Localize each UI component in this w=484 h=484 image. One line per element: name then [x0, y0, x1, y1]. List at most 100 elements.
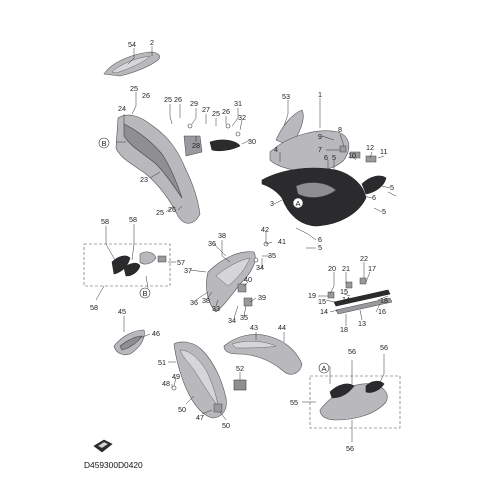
- windscreen-highlight: [111, 55, 151, 74]
- left-cowling-bracket: [183, 135, 203, 157]
- clip-part: [359, 277, 367, 285]
- callout-57: 57: [177, 258, 185, 267]
- callout-46: 46: [152, 329, 160, 338]
- callout-7: 7: [318, 145, 322, 154]
- callout-14: 14: [320, 307, 328, 316]
- callout-23: 23: [140, 175, 148, 184]
- callout-5: 5: [390, 183, 394, 192]
- callout-12: 12: [366, 143, 374, 152]
- callout-2: 2: [150, 38, 154, 47]
- callout-56: 56: [346, 444, 354, 453]
- callout-26: 26: [142, 91, 150, 100]
- callout-25: 25: [130, 84, 138, 93]
- fastener-icon: [171, 385, 177, 391]
- reference-a-label: A: [295, 199, 301, 208]
- callout-33: 33: [212, 304, 220, 313]
- duct-part-58b: [123, 262, 141, 277]
- callout-34: 34: [228, 316, 236, 325]
- callout-5: 5: [332, 153, 336, 162]
- callout-25: 25: [212, 109, 220, 118]
- callout-numbers: 54 2 25 26 24 25 26 29 27 31 25 26 32 30…: [90, 38, 394, 453]
- callout-38: 38: [218, 231, 226, 240]
- bracket-part: [365, 155, 377, 163]
- fastener-icon: [235, 131, 241, 137]
- right-cowling-vent: [295, 182, 337, 198]
- reference-markers: B B A A: [98, 137, 330, 374]
- callout-11: 11: [380, 147, 387, 156]
- callout-47: 47: [196, 413, 204, 422]
- fastener-icon: [225, 123, 231, 129]
- lower-cowling-55: [319, 383, 388, 421]
- callout-45: 45: [118, 307, 126, 316]
- lower-cowling-fin: [365, 380, 385, 393]
- callout-58: 58: [129, 215, 137, 224]
- callout-6: 6: [324, 153, 328, 162]
- callout-3: 3: [270, 199, 274, 208]
- clip-part: [327, 291, 335, 299]
- clip-part: [157, 255, 167, 263]
- callout-14: 14: [342, 295, 350, 304]
- callout-5: 5: [318, 243, 322, 252]
- right-side-cowling: [269, 130, 350, 173]
- callout-30: 30: [248, 137, 256, 146]
- callout-17: 17: [368, 264, 376, 273]
- callout-36: 36: [190, 298, 198, 307]
- manual-reference-icon-page: [97, 441, 109, 449]
- callout-36: 36: [208, 239, 216, 248]
- duct-part-58c: [139, 251, 157, 265]
- reference-a-label: A: [321, 364, 327, 373]
- callout-49: 49: [172, 372, 180, 381]
- reference-b-label: B: [142, 289, 147, 298]
- callout-35: 35: [268, 251, 276, 260]
- callout-51: 51: [158, 358, 166, 367]
- callout-56: 56: [348, 347, 356, 356]
- callout-8: 8: [338, 125, 342, 134]
- callout-53: 53: [282, 92, 290, 101]
- callout-22: 22: [360, 254, 368, 263]
- panel-43-highlight: [231, 341, 277, 349]
- bracket-part: [349, 151, 361, 159]
- callout-58: 58: [101, 217, 109, 226]
- callout-50: 50: [178, 405, 186, 414]
- callout-21: 21: [342, 264, 350, 273]
- clip-part: [345, 281, 353, 289]
- callout-15: 15: [340, 287, 348, 296]
- clip-part: [237, 283, 247, 293]
- callout-56: 56: [380, 343, 388, 352]
- callout-48: 48: [162, 379, 170, 388]
- plate-52: [233, 379, 247, 391]
- callout-20: 20: [328, 264, 336, 273]
- callout-37: 37: [184, 266, 192, 275]
- callout-25: 25: [156, 208, 164, 217]
- callout-6: 6: [318, 235, 322, 244]
- diagram-code: D459300D0420: [84, 460, 143, 470]
- callout-52: 52: [236, 364, 244, 373]
- callout-27: 27: [202, 105, 210, 114]
- callout-32: 32: [238, 113, 246, 122]
- bracket-strip-13: [335, 297, 393, 315]
- leader-lines: [95, 46, 397, 442]
- duct-part-58a: [111, 255, 131, 275]
- callout-26: 26: [174, 95, 182, 104]
- callout-4: 4: [274, 145, 278, 154]
- fastener-icon: [187, 123, 193, 129]
- callout-42: 42: [261, 225, 269, 234]
- callout-18: 18: [380, 296, 388, 305]
- callout-44: 44: [278, 323, 286, 332]
- reference-b-marker: [98, 137, 110, 149]
- callout-18: 18: [340, 325, 348, 334]
- callout-25: 25: [164, 95, 172, 104]
- callout-9: 9: [318, 132, 322, 141]
- callout-54: 54: [128, 40, 136, 49]
- detail-box-57: [83, 243, 171, 287]
- callout-10: 10: [348, 151, 356, 160]
- callout-50: 50: [222, 421, 230, 430]
- reference-a-marker: [292, 197, 304, 209]
- callout-29: 29: [190, 99, 198, 108]
- callout-41: 41: [278, 237, 286, 246]
- callout-26: 26: [168, 205, 176, 214]
- callout-40: 40: [244, 275, 252, 284]
- callout-26: 26: [222, 107, 230, 116]
- reference-b-label: B: [101, 139, 106, 148]
- callout-28: 28: [192, 141, 200, 150]
